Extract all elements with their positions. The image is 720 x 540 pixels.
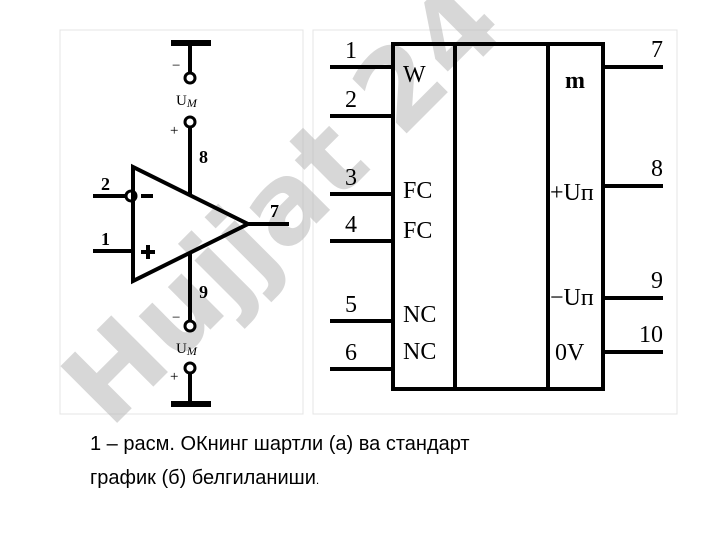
pin-number: 8 [651,156,663,182]
pin-number: 5 [345,292,357,318]
pin-number: 10 [639,322,663,348]
panel-b-frame [312,29,678,415]
caption-line-2: график (б) белгиланиши. [90,461,650,497]
pin-function-label: m [565,68,585,94]
caption-line-1: 1 – расм. ОКнинг шартли (а) ва стандарт [90,433,470,455]
pin-number: 7 [651,37,663,63]
pin-8-label: 8 [199,147,208,167]
supply-label-top: UM [176,93,198,110]
pin-function-label: FC [403,218,432,244]
supply-label-bottom: UM [176,341,198,358]
pin-7-label: 7 [270,201,279,221]
pin-number: 4 [345,212,357,238]
panel-a-frame [59,29,304,415]
minus-sign: − [172,58,180,74]
terminal-circle [183,71,197,85]
opamp-symbol: − UM + 8 2 1 7 9 − UM + [93,40,289,407]
pin-number: 9 [651,268,663,294]
minus-sign: − [172,310,180,326]
pin-function-label: −Uп [550,285,594,311]
caption-period: . [315,473,320,487]
pin-function-label: 0V [555,340,585,366]
pin-number: 6 [345,340,357,366]
pin-number: 3 [345,165,357,191]
pin-number: 1 [345,38,357,64]
pin-function-label: W [403,62,426,88]
caption-line-2-text: график (б) белгиланиши [90,467,316,489]
terminal-circle [183,319,197,333]
pin-9-label: 9 [199,282,208,302]
pin-function-label: NC [403,302,436,328]
pin-2-label: 2 [101,174,110,194]
figure-caption: 1 – расм. ОКнинг шартли (а) ва стандарт … [90,427,650,497]
standard-symbol: 1 2 3 4 5 6 W FC FC NC NC 7 8 9 10 m +Uп −Uп 0V [330,37,663,391]
plus-sign: + [170,123,178,139]
terminal-circle [183,115,197,129]
inverting-input-circle [124,189,138,203]
pin-function-label: FC [403,178,432,204]
pin-number: 2 [345,87,357,113]
pin-1-label: 1 [101,229,110,249]
ic-body [391,42,605,391]
pin-function-label: NC [403,339,436,365]
plus-sign: + [170,369,178,385]
opamp-triangle [131,163,253,285]
pin-function-label: +Uп [550,180,594,206]
